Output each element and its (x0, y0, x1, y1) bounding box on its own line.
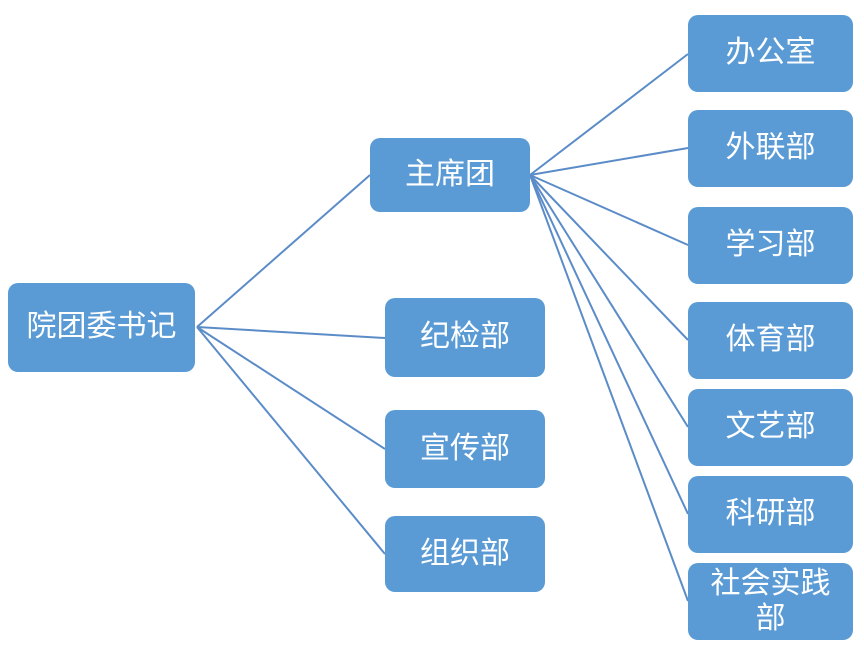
connector-line-presidium-arts (529, 174, 689, 428)
org-node-presidium[interactable]: 主席团 (370, 138, 530, 212)
node-label: 宣传部 (420, 430, 510, 466)
node-label: 学习部 (725, 227, 816, 263)
node-label: 外联部 (725, 130, 816, 166)
org-node-social-practice[interactable]: 社会实践部 (688, 563, 853, 640)
org-node-study[interactable]: 学习部 (688, 207, 853, 284)
connector-line-presidium-research (529, 174, 689, 515)
connector-line-presidium-practice (529, 174, 689, 602)
connector-line-root-publicity (196, 326, 386, 450)
connector-line-root-discipline (196, 326, 386, 339)
connector-line-root-organization (196, 326, 386, 555)
node-label: 社会实践部 (710, 566, 831, 636)
org-node-sports[interactable]: 体育部 (688, 302, 853, 379)
org-node-discipline[interactable]: 纪检部 (385, 298, 545, 377)
org-node-organization[interactable]: 组织部 (385, 516, 545, 592)
node-label: 组织部 (420, 535, 510, 571)
node-label: 主席团 (405, 156, 495, 192)
org-node-arts[interactable]: 文艺部 (688, 389, 853, 466)
connector-line-presidium-sports (529, 174, 689, 341)
node-label: 文艺部 (725, 409, 816, 445)
org-node-office[interactable]: 办公室 (688, 15, 853, 92)
org-node-publicity[interactable]: 宣传部 (385, 410, 545, 488)
org-node-research[interactable]: 科研部 (688, 476, 853, 553)
connector-line-presidium-study (529, 174, 689, 246)
node-label: 科研部 (725, 496, 816, 532)
node-label: 办公室 (725, 35, 816, 71)
node-label: 体育部 (725, 322, 816, 358)
node-label: 纪检部 (420, 319, 510, 355)
connector-line-root-presidium (196, 174, 371, 328)
org-node-root[interactable]: 院团委书记 (8, 283, 195, 372)
node-label: 院团委书记 (26, 309, 177, 345)
connector-line-presidium-liaison (529, 147, 689, 176)
connector-line-presidium-office (529, 53, 689, 176)
org-node-liaison[interactable]: 外联部 (688, 110, 853, 187)
